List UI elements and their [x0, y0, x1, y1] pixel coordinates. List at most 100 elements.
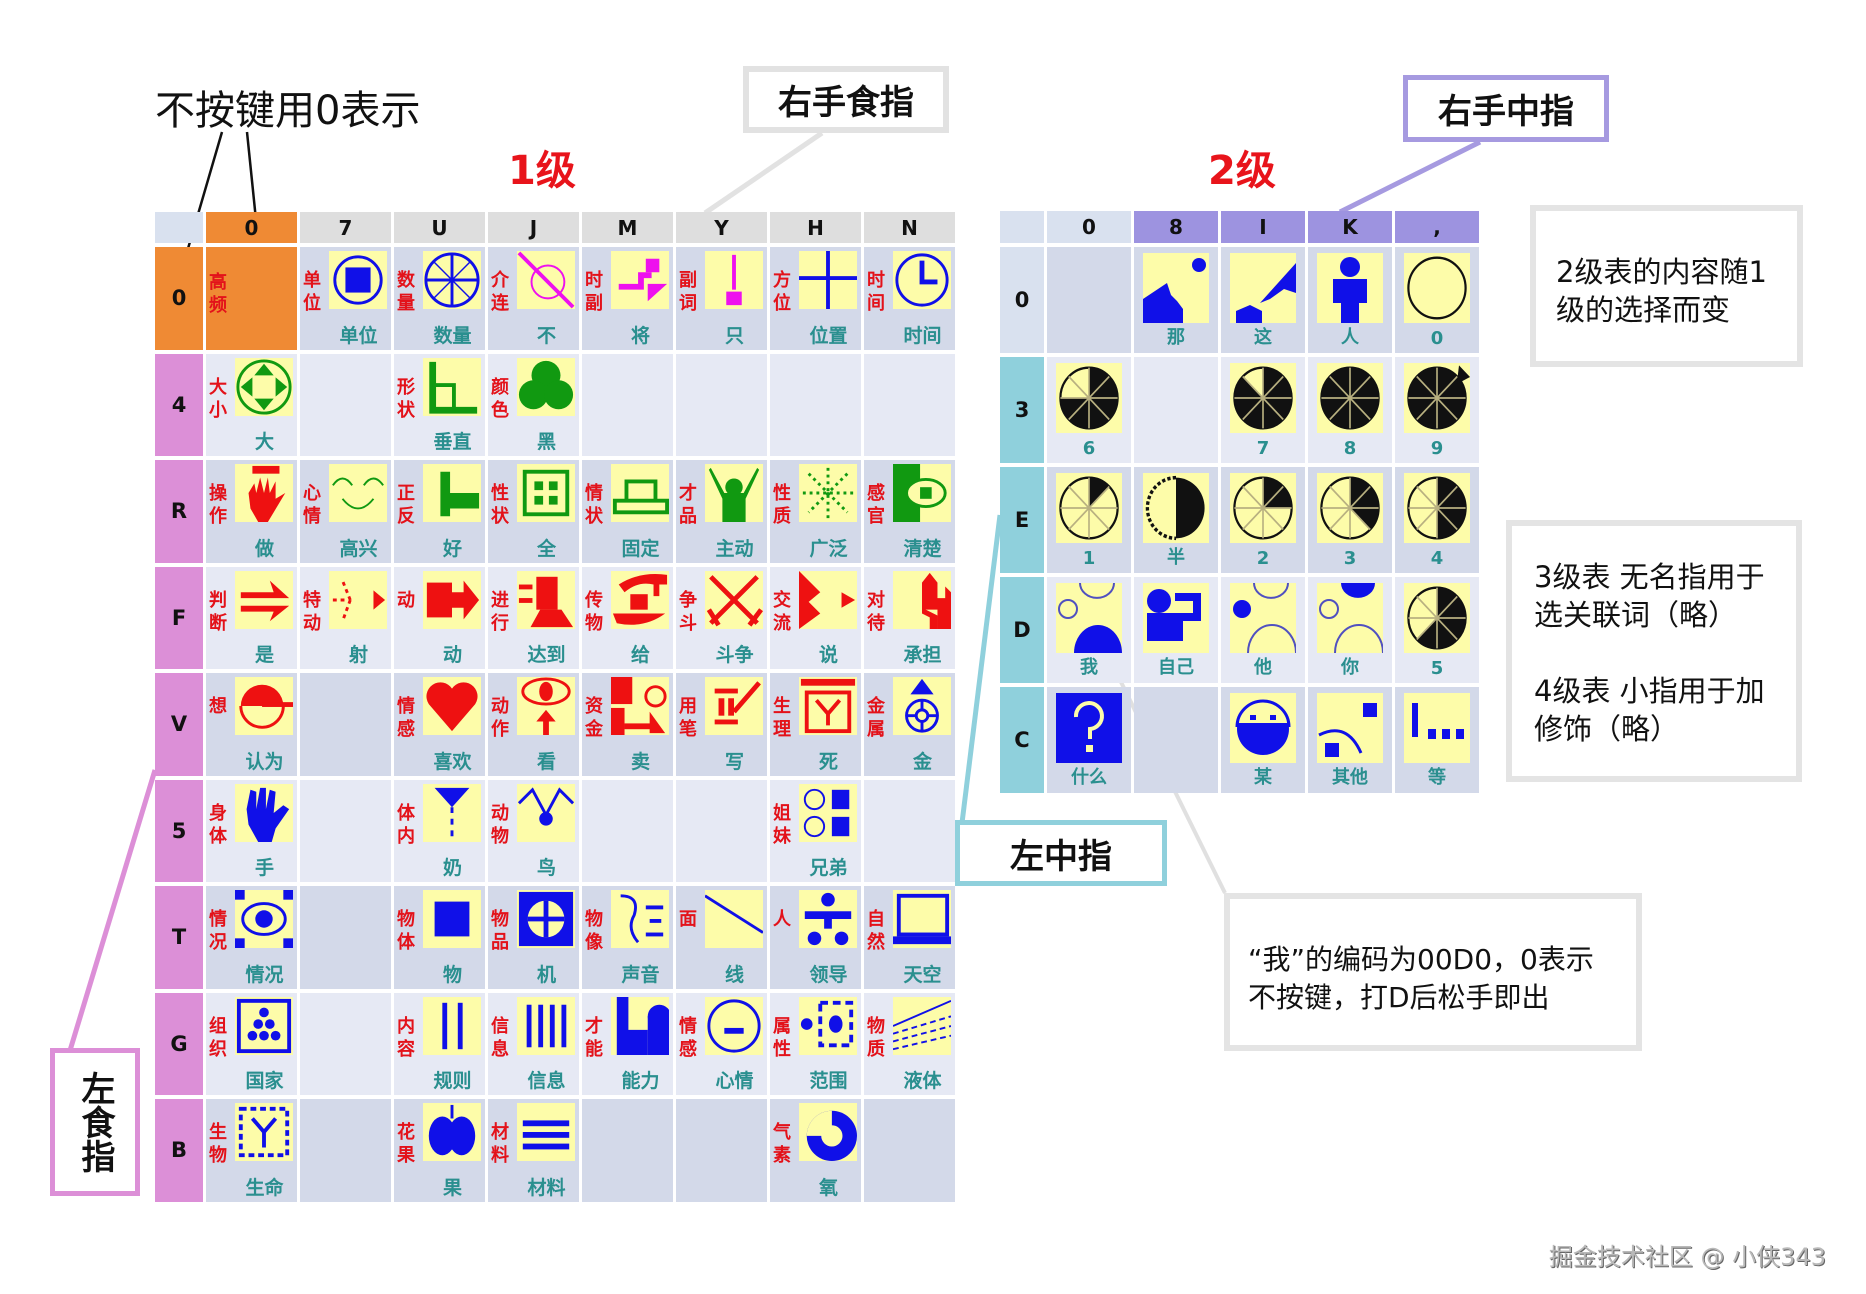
word-label: 某: [1254, 767, 1272, 788]
symbol-cell[interactable]: 性状全: [488, 460, 579, 563]
right-index-label: 右手食指: [778, 83, 914, 123]
symbol-cell[interactable]: 物像声音: [582, 886, 673, 989]
symbol-cell[interactable]: [864, 779, 955, 882]
symbol-cell[interactable]: 2: [1221, 467, 1305, 573]
symbol-cell[interactable]: 其他: [1308, 687, 1392, 793]
symbol-cell[interactable]: 心情高兴: [300, 460, 391, 563]
symbol-cell[interactable]: [300, 779, 391, 882]
symbol-cell[interactable]: 动动: [394, 566, 485, 669]
symbol-cell[interactable]: 资金卖: [582, 673, 673, 776]
symbol-cell[interactable]: 动物鸟: [488, 779, 579, 882]
symbol-cell[interactable]: 7: [1221, 357, 1305, 463]
symbol-cell[interactable]: 进行达到: [488, 566, 579, 669]
symbol-cell[interactable]: 感官清楚: [864, 460, 955, 563]
symbol-cell[interactable]: 信息信息: [488, 992, 579, 1095]
symbol-cell[interactable]: 1: [1047, 467, 1131, 573]
symbol-cell[interactable]: [770, 353, 861, 456]
symbol-cell[interactable]: 生物生命: [206, 1099, 297, 1202]
symbol-cell[interactable]: 姐妹兄弟: [770, 779, 861, 882]
symbol-cell[interactable]: 金属金: [864, 673, 955, 776]
symbol-cell[interactable]: 方位位置: [770, 247, 861, 350]
symbol-cell[interactable]: 情况情况: [206, 886, 297, 989]
symbol-cell[interactable]: 4: [1395, 467, 1479, 573]
symbol-cell[interactable]: 人: [1308, 247, 1392, 353]
symbol-cell[interactable]: 组织国家: [206, 992, 297, 1095]
symbol-cell[interactable]: 介连不: [488, 247, 579, 350]
symbol-cell[interactable]: 时副将: [582, 247, 673, 350]
symbol-cell[interactable]: 生理死: [770, 673, 861, 776]
symbol-cell[interactable]: 8: [1308, 357, 1392, 463]
symbol-cell[interactable]: 某: [1221, 687, 1305, 793]
symbol-cell[interactable]: [582, 1099, 673, 1202]
symbol-cell[interactable]: 3: [1308, 467, 1392, 573]
symbol-cell[interactable]: 身体手: [206, 779, 297, 882]
symbol-cell[interactable]: 形状垂直: [394, 353, 485, 456]
symbol-cell[interactable]: 物质液体: [864, 992, 955, 1095]
symbol-cell[interactable]: 副词只: [676, 247, 767, 350]
symbol-cell[interactable]: [300, 1099, 391, 1202]
symbol-cell[interactable]: 争斗斗争: [676, 566, 767, 669]
symbol-cell[interactable]: 想认为: [206, 673, 297, 776]
symbol-cell[interactable]: 属性范围: [770, 992, 861, 1095]
symbol-cell[interactable]: 花果果: [394, 1099, 485, 1202]
symbol-cell[interactable]: 单位单位: [300, 247, 391, 350]
symbol-cell[interactable]: 对待承担: [864, 566, 955, 669]
symbol-cell[interactable]: 特动射: [300, 566, 391, 669]
symbol-cell[interactable]: 等: [1395, 687, 1479, 793]
symbol-cell[interactable]: 人领导: [770, 886, 861, 989]
symbol-cell[interactable]: 判断是: [206, 566, 297, 669]
symbol-cell[interactable]: [676, 353, 767, 456]
symbol-cell[interactable]: 他: [1221, 577, 1305, 683]
symbol-cell[interactable]: 高频: [206, 247, 297, 350]
symbol-cell[interactable]: 传物给: [582, 566, 673, 669]
symbol-cell[interactable]: 气素氧: [770, 1099, 861, 1202]
symbol-cell[interactable]: 正反好: [394, 460, 485, 563]
symbol-cell[interactable]: [1134, 357, 1218, 463]
symbol-cell[interactable]: 面线: [676, 886, 767, 989]
symbol-cell[interactable]: [864, 353, 955, 456]
symbol-cell[interactable]: [300, 992, 391, 1095]
symbol-cell[interactable]: [1047, 247, 1131, 353]
symbol-cell[interactable]: [582, 353, 673, 456]
symbol-cell[interactable]: 这: [1221, 247, 1305, 353]
symbol-cell[interactable]: 数量数量: [394, 247, 485, 350]
symbol-cell[interactable]: 0: [1395, 247, 1479, 353]
symbol-cell[interactable]: 5: [1395, 577, 1479, 683]
symbol-cell[interactable]: 物体物: [394, 886, 485, 989]
symbol-cell[interactable]: [300, 886, 391, 989]
symbol-cell[interactable]: 情状固定: [582, 460, 673, 563]
symbol-cell[interactable]: [676, 779, 767, 882]
symbol-cell[interactable]: 什么: [1047, 687, 1131, 793]
symbol-cell[interactable]: 大小大: [206, 353, 297, 456]
symbol-cell[interactable]: [864, 1099, 955, 1202]
symbol-cell[interactable]: 半: [1134, 467, 1218, 573]
symbol-cell[interactable]: 颜色黑: [488, 353, 579, 456]
symbol-cell[interactable]: 我: [1047, 577, 1131, 683]
symbol-cell[interactable]: 情感喜欢: [394, 673, 485, 776]
symbol-cell[interactable]: 时间时间: [864, 247, 955, 350]
symbol-cell[interactable]: 9: [1395, 357, 1479, 463]
symbol-cell[interactable]: [582, 779, 673, 882]
symbol-cell[interactable]: 内容规则: [394, 992, 485, 1095]
symbol-cell[interactable]: 自然天空: [864, 886, 955, 989]
symbol-cell[interactable]: 交流说: [770, 566, 861, 669]
row-header-1: 4: [155, 353, 203, 456]
symbol-cell[interactable]: 自己: [1134, 577, 1218, 683]
symbol-cell[interactable]: [300, 353, 391, 456]
symbol-cell[interactable]: 那: [1134, 247, 1218, 353]
symbol-cell[interactable]: 你: [1308, 577, 1392, 683]
symbol-cell[interactable]: 动作看: [488, 673, 579, 776]
symbol-cell[interactable]: 6: [1047, 357, 1131, 463]
symbol-cell[interactable]: [676, 1099, 767, 1202]
symbol-cell[interactable]: 情感心情: [676, 992, 767, 1095]
symbol-cell[interactable]: 体内奶: [394, 779, 485, 882]
symbol-cell[interactable]: 才品主动: [676, 460, 767, 563]
symbol-cell[interactable]: [300, 673, 391, 776]
symbol-cell[interactable]: 材料材料: [488, 1099, 579, 1202]
symbol-cell[interactable]: 操作做: [206, 460, 297, 563]
symbol-cell[interactable]: 才能能力: [582, 992, 673, 1095]
symbol-cell[interactable]: 用笔写: [676, 673, 767, 776]
symbol-cell[interactable]: 性质广泛: [770, 460, 861, 563]
symbol-cell[interactable]: 物品机: [488, 886, 579, 989]
symbol-cell[interactable]: [1134, 687, 1218, 793]
